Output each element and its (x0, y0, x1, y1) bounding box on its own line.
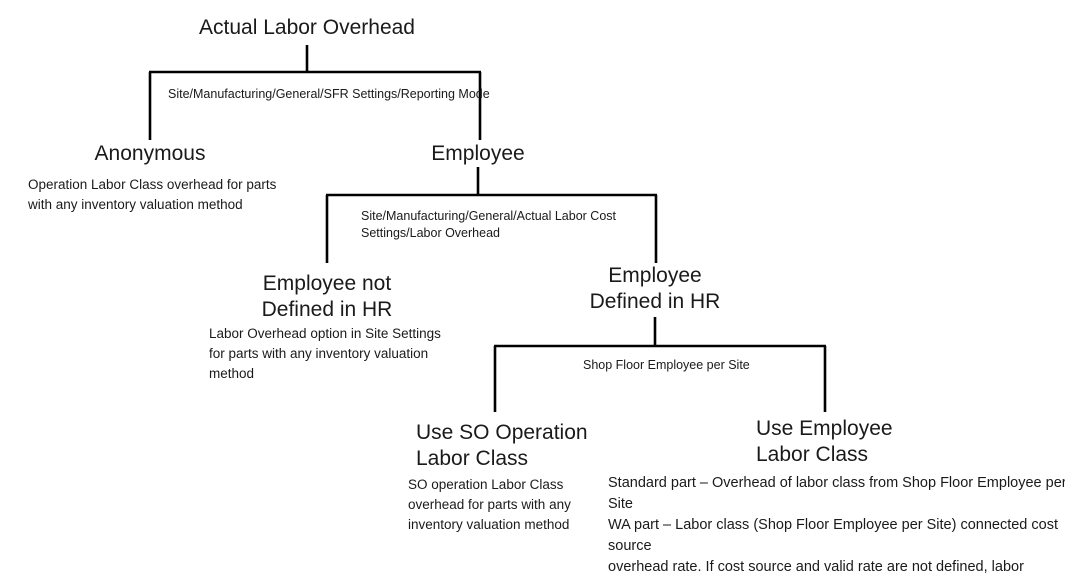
node-employee: Employee (431, 142, 525, 165)
edge-label-reporting-mode: Site/Manufacturing/General/SFR Settings/… (168, 87, 490, 101)
node-anonymous: Anonymous (94, 142, 206, 165)
node-actual-labor-overhead: Actual Labor Overhead (199, 16, 415, 39)
edge-label-labor-overhead: Site/Manufacturing/General/Actual Labor … (361, 209, 616, 240)
node-use-so-operation-description: SO operation Labor Class overhead for pa… (408, 477, 571, 532)
node-use-so-operation-labor-class: Use SO Operation Labor Class (416, 421, 588, 470)
edge-label-shop-floor-employee: Shop Floor Employee per Site (583, 358, 750, 372)
node-employee-not-defined-description: Labor Overhead option in Site Settings f… (209, 326, 441, 381)
node-employee-not-defined-in-hr: Employee not Defined in HR (261, 272, 393, 321)
node-anonymous-description: Operation Labor Class overhead for parts… (28, 177, 277, 212)
node-employee-defined-in-hr: Employee Defined in HR (589, 264, 721, 313)
node-use-employee-description: Standard part – Overhead of labor class … (608, 475, 1065, 575)
node-use-employee-labor-class: Use Employee Labor Class (756, 417, 893, 466)
